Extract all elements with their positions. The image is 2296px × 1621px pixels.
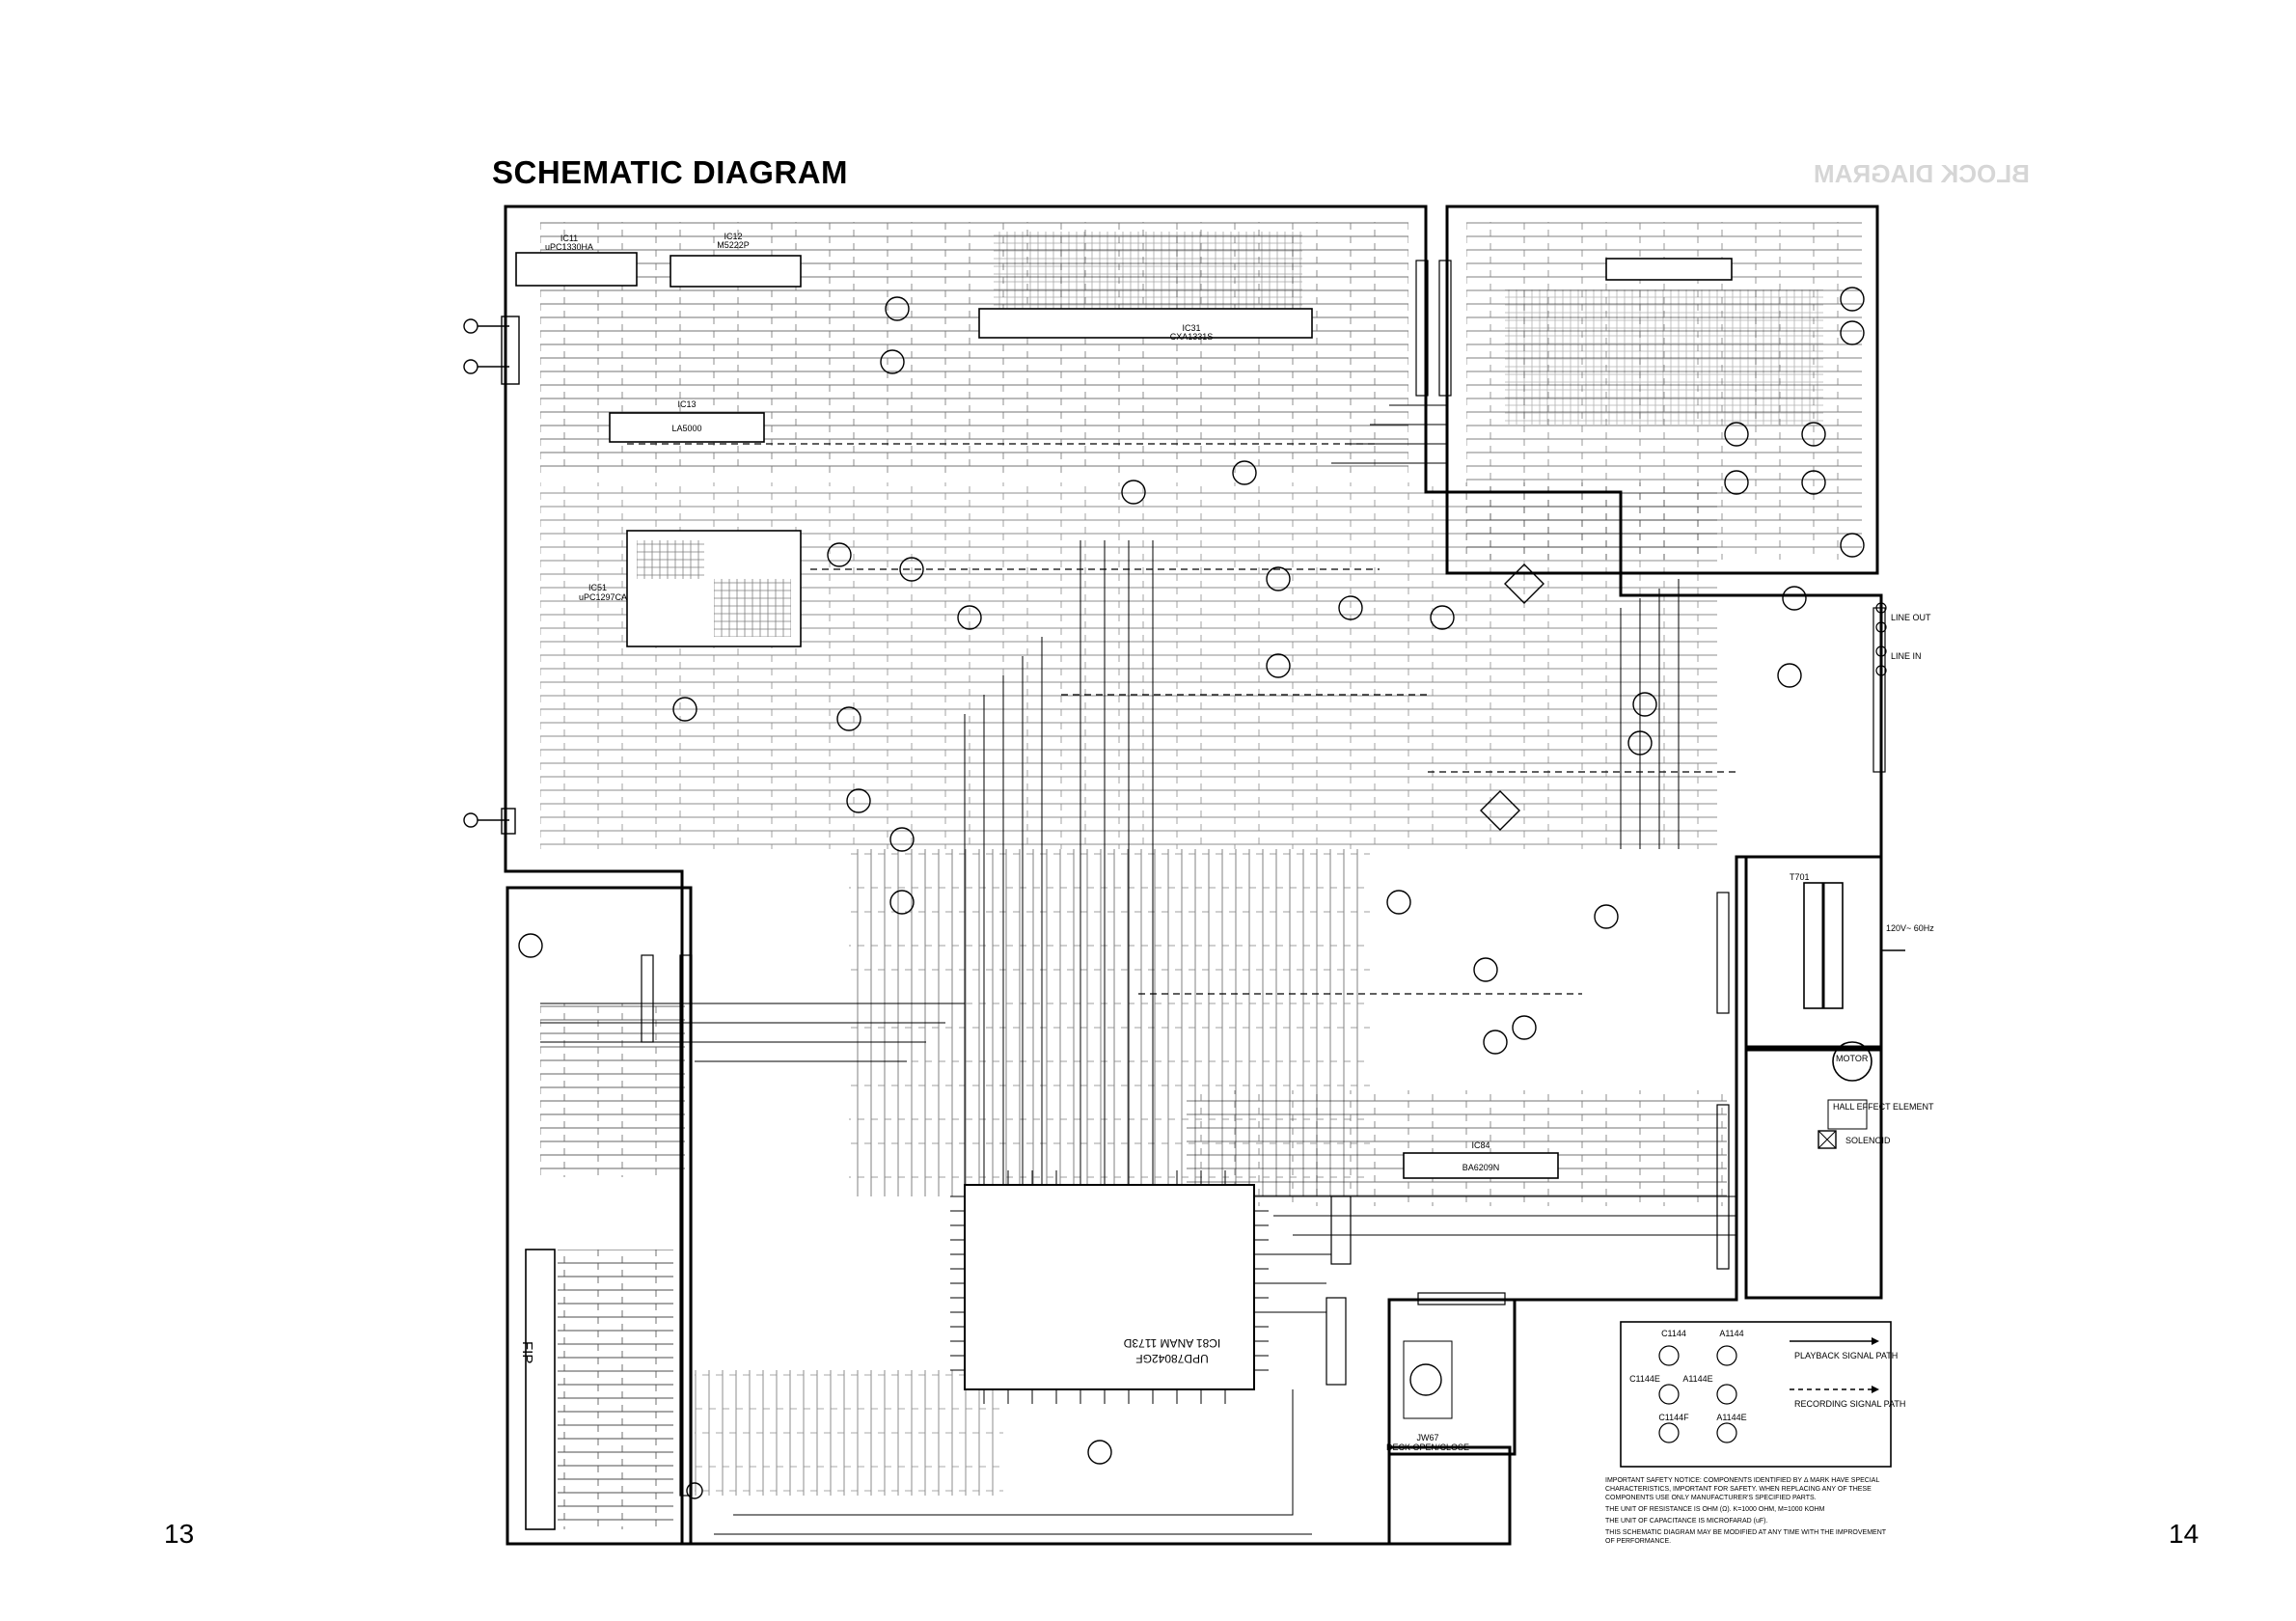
ic31-chip: IC31 CXA1331S (978, 232, 1313, 342)
solenoid-label: SOLENOID (1845, 1136, 1891, 1145)
fip-display: FIP (519, 1249, 673, 1530)
ic31-part: CXA1331S (1170, 332, 1214, 342)
schematic-notes: IMPORTANT SAFETY NOTICE: COMPONENTS IDEN… (1605, 1476, 1895, 1549)
page-number-right: 14 (2169, 1519, 2200, 1549)
jw67-desc: DECK OPEN/CLOSE (1386, 1442, 1469, 1452)
subboard-switch (1387, 1445, 1512, 1546)
ic51-part: uPC1297CA (579, 592, 627, 602)
legend-item-5: C1144F (1658, 1413, 1689, 1422)
ac-input-label: 120V~ 60Hz (1886, 923, 1934, 933)
bridge-rectifiers (1480, 563, 1544, 831)
deck-switch-block: JW67 DECK OPEN/CLOSE (1386, 1340, 1469, 1452)
ic13-chip: IC13 LA5000 (609, 399, 765, 443)
ic12-chip: IC12 M5222P (670, 232, 802, 288)
ic51-chip: IC51 uPC1297CA (579, 530, 802, 647)
ic51-ref: IC51 (588, 583, 607, 592)
page-number-left: 13 (164, 1519, 195, 1549)
transformer-ref: T701 (1790, 872, 1810, 882)
transistor-symbols (518, 287, 1865, 1499)
wiring-region-lower (695, 1370, 1003, 1496)
wiring-region-fip (540, 1003, 685, 1177)
subboard-motor (1744, 1045, 1883, 1300)
ic11-ref: IC11 (560, 234, 578, 243)
connector-strips (641, 260, 1886, 1497)
ic12-part: M5222P (717, 240, 750, 250)
note-capacitance: THE UNIT OF CAPACITANCE IS MICROFARAD (u… (1605, 1518, 1768, 1525)
line-jacks (1875, 602, 1887, 676)
ic13-part: LA5000 (671, 424, 701, 433)
ic81-ref: IC81 ANAM 1173D (1123, 1336, 1220, 1350)
input-jacks-left (463, 316, 520, 835)
legend-playback: PLAYBACK SIGNAL PATH (1794, 1351, 1898, 1360)
main-bus-wires (540, 404, 1736, 1535)
ic11-chip: IC11 uPC1330HA (515, 234, 638, 287)
subboard-power (1744, 855, 1883, 1052)
line-in-label: LINE IN (1891, 651, 1922, 661)
note-safety: IMPORTANT SAFETY NOTICE: COMPONENTS IDEN… (1605, 1477, 1880, 1501)
ic41-chip (1505, 258, 1823, 425)
recording-signal-path (627, 443, 1736, 995)
ic12-ref: IC12 (724, 232, 742, 241)
legend-item-3: C1144E (1629, 1374, 1660, 1384)
ic84-chip: IC84 BA6209N (1403, 1140, 1559, 1179)
legend-item-6: A1144E (1716, 1413, 1746, 1422)
jw67-ref: JW67 (1416, 1433, 1438, 1442)
fip-label: FIP (519, 1341, 535, 1363)
ic84-ref: IC84 (1471, 1140, 1490, 1150)
note-modification: THIS SCHEMATIC DIAGRAM MAY BE MODIFIED A… (1605, 1529, 1886, 1545)
power-transformer: T701 120V~ 60Hz (1790, 872, 1934, 1009)
wiring-region-bus (1187, 1090, 1727, 1206)
ic81-microcontroller: IC81 ANAM 1173D UPD78042GF (950, 1170, 1269, 1404)
ic31-ref: IC31 (1182, 323, 1200, 333)
page-title: SCHEMATIC DIAGRAM (492, 154, 849, 190)
motor-label: MOTOR (1836, 1054, 1869, 1063)
hall-label: HALL EFFECT ELEMENT (1833, 1102, 1934, 1112)
line-out-label: LINE OUT (1891, 613, 1931, 622)
transistor-legend: C1144 A1144 C1144E A1144E C1144F A1144E … (1620, 1321, 1905, 1468)
ic81-part: UPD78042GF (1135, 1352, 1208, 1365)
ic11-part: uPC1330HA (545, 242, 593, 252)
ic13-ref: IC13 (677, 399, 696, 409)
subboard-display (506, 886, 693, 1546)
note-resistance: THE UNIT OF RESISTANCE IS OHM (Ω). K=100… (1605, 1506, 1825, 1513)
legend-recording: RECORDING SIGNAL PATH (1794, 1399, 1905, 1409)
legend-item-1: C1144 (1661, 1329, 1686, 1338)
subboard-deck (1387, 1298, 1517, 1456)
ic84-part: BA6209N (1462, 1163, 1500, 1172)
motor-block: MOTOR HALL EFFECT ELEMENT SOLENOID (1818, 1041, 1934, 1149)
legend-item-2: A1144 (1719, 1329, 1743, 1338)
legend-item-4: A1144E (1682, 1374, 1712, 1384)
